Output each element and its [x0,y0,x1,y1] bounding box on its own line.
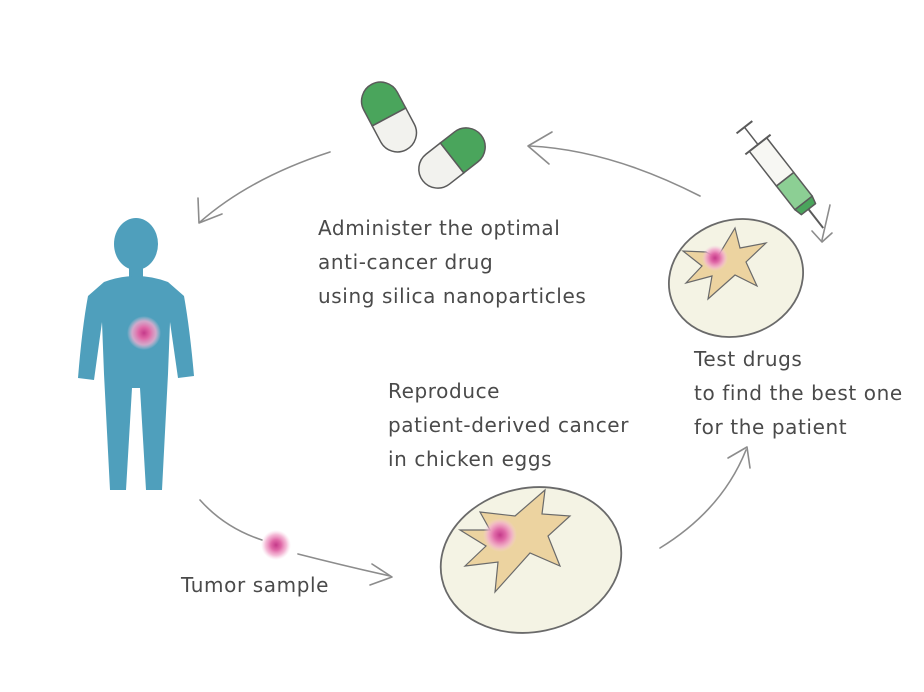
arrow-test-to-pills [529,145,701,197]
arrow-pills-to-patient [199,151,331,223]
test-line-3: for the patient [694,415,848,439]
egg-icon-reproduce [439,486,623,634]
arrowhead-sample-to-egg [369,563,393,586]
administer-drug-label: Administer the optimal anti-cancer drug … [318,211,586,313]
reproduce-line-1: Reproduce [388,379,501,403]
tumor-sample-label: Tumor sample [181,573,330,597]
capsule-icon [360,81,418,153]
cycle-arrows [197,131,833,586]
administer-line-1: Administer the optimal [318,216,561,240]
arrowhead-syringe-inject [811,230,833,243]
capsule-icon-second [418,127,486,189]
arrowhead-pills-to-patient [197,197,223,224]
test-drugs-label: Test drugs to find the best one for the … [694,342,903,444]
arrowhead-egg-to-test [727,446,751,469]
egg-icon-test [667,218,805,338]
reproduce-line-2: patient-derived cancer [388,413,630,437]
tumor-sample-icon [261,530,291,560]
test-line-2: to find the best one [694,381,903,405]
reproduce-cancer-label: Reproduce patient-derived cancer in chic… [388,374,629,476]
test-line-1: Test drugs [694,347,803,371]
arrow-syringe-inject [821,204,831,241]
person-silhouette-icon [78,218,194,490]
arrowhead-test-to-pills [527,131,553,165]
arrow-patient-to-sample [199,499,263,541]
arrow-egg-to-test [659,449,747,549]
syringe-icon [735,120,825,229]
administer-line-3: using silica nanoparticles [318,284,587,308]
arrow-sample-to-egg [297,553,391,577]
administer-line-2: anti-cancer drug [318,250,494,274]
tumor-cell-icon [127,316,161,350]
reproduce-line-3: in chicken eggs [388,447,553,471]
